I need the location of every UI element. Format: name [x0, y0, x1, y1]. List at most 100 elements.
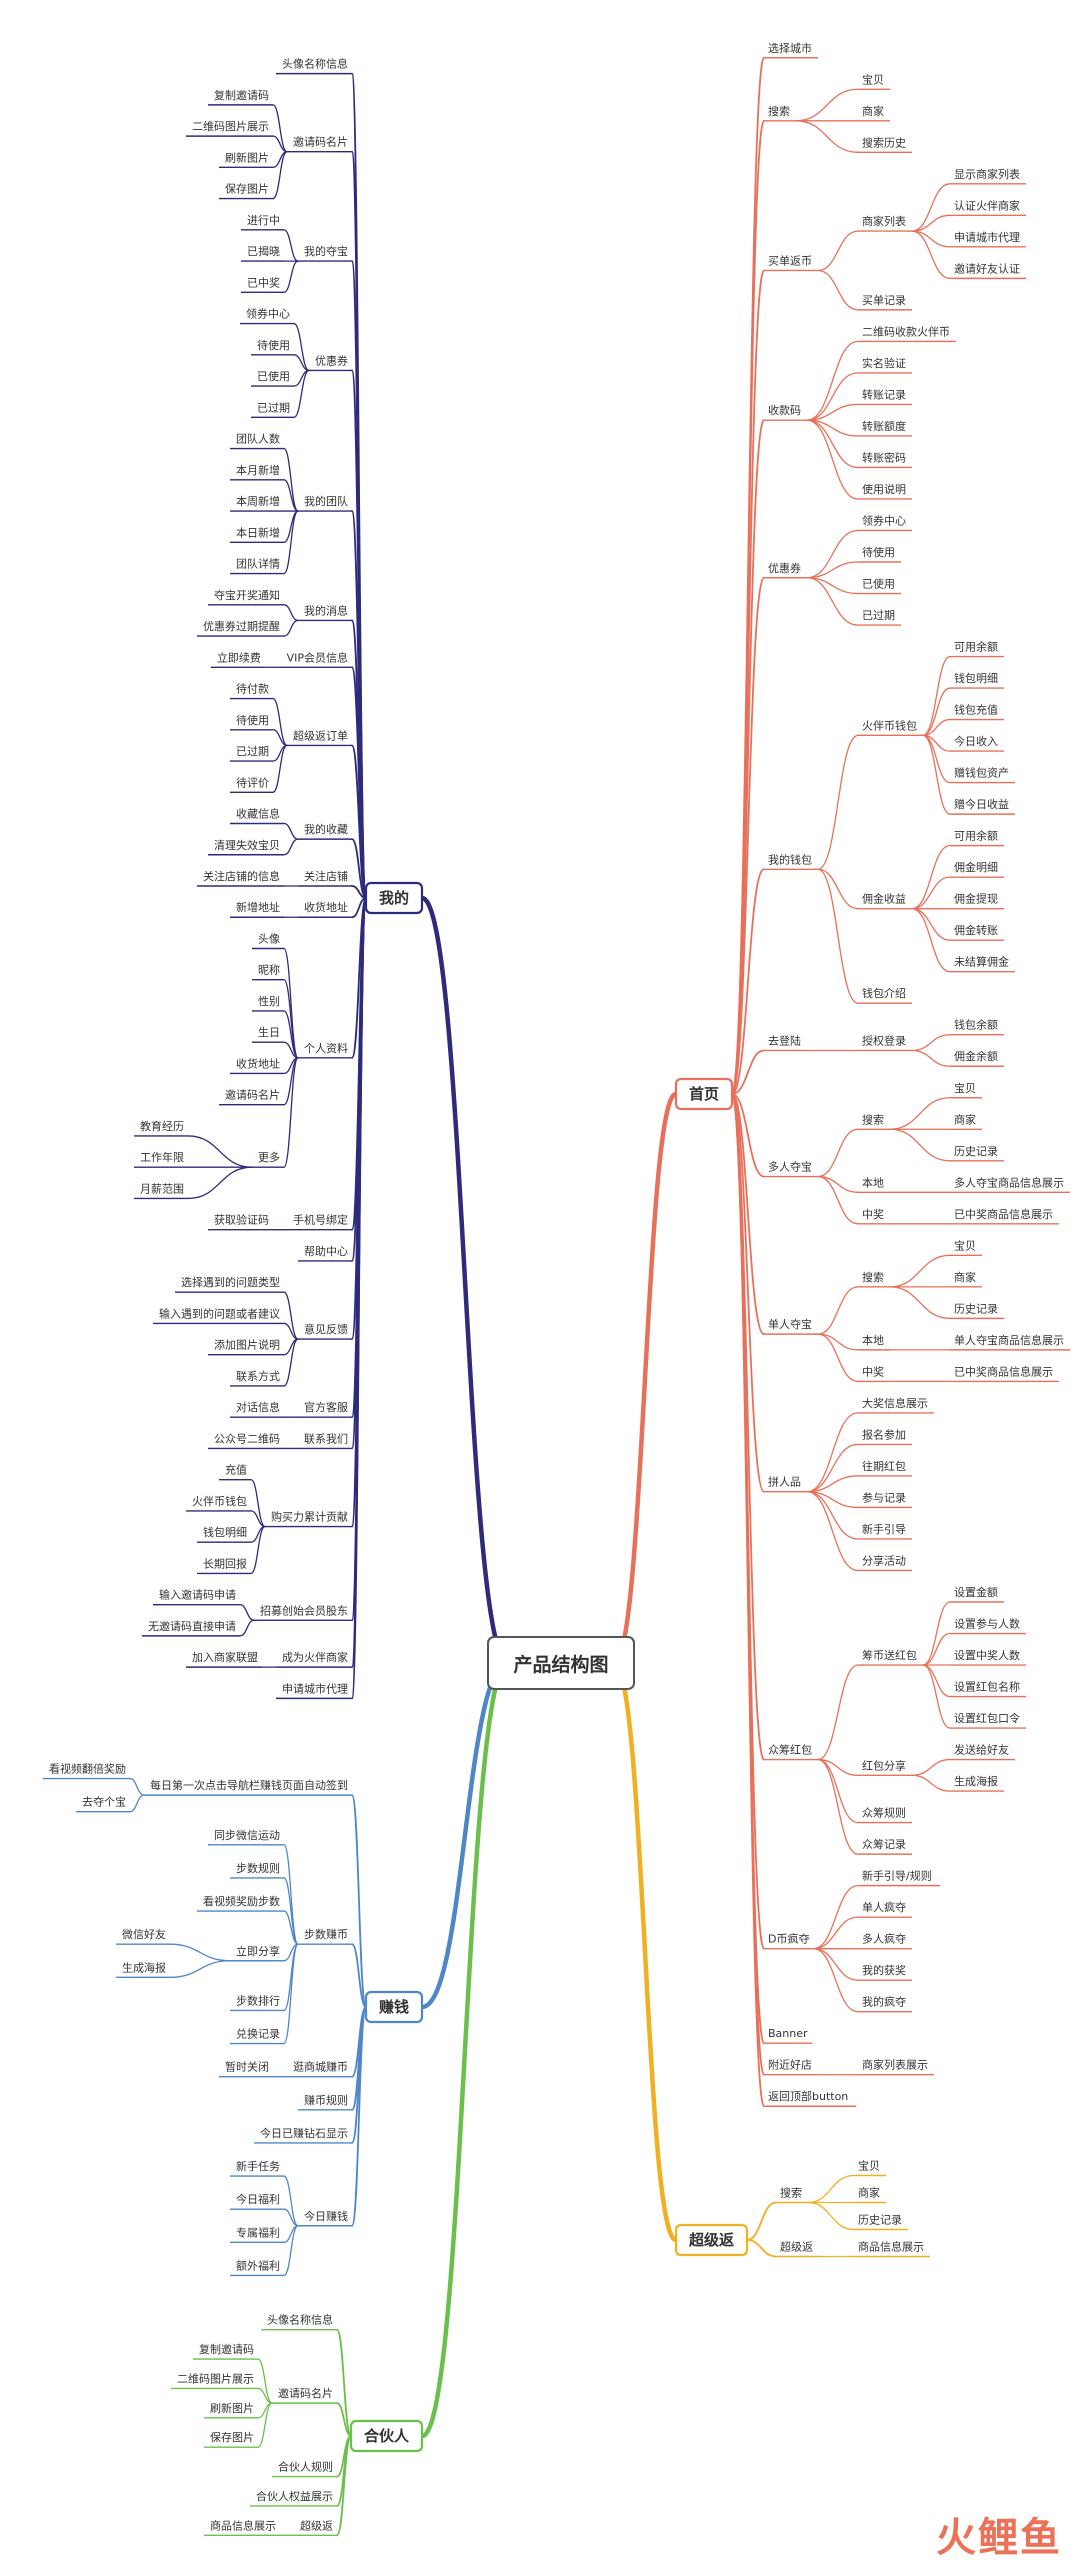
node-label: 今日福利	[236, 2192, 280, 2206]
branch-link	[911, 214, 951, 232]
node-label: 钱包充值	[954, 703, 998, 717]
node-label: 单人疯夺	[862, 1900, 906, 1914]
node-label: 工作年限	[140, 1150, 184, 1164]
node-label: 领券中心	[862, 513, 906, 527]
node-label: 超级返	[780, 2240, 813, 2254]
node-label: 同步微信运动	[214, 1828, 280, 1842]
main-branch-label: 首页	[689, 1085, 719, 1103]
node-label: 多人疯夺	[862, 1932, 906, 1946]
node-label: 分享活动	[862, 1553, 906, 1567]
branch-link	[817, 734, 859, 870]
branch-link	[795, 88, 859, 122]
node-label: 设置参与人数	[954, 1617, 1020, 1631]
root-title: 产品结构图	[513, 1653, 608, 1676]
node-label: 佣金转账	[954, 923, 998, 937]
branch-link	[283, 1041, 299, 1059]
branch-link	[283, 947, 299, 1059]
branch-link	[817, 1758, 859, 1855]
main-branch-合伙人[interactable]: 合伙人	[349, 2419, 424, 2453]
node-label: 步数规则	[236, 1861, 280, 1875]
node-label: 超级返订单	[293, 728, 348, 742]
trunk-link	[419, 1660, 511, 2010]
node-label: 商家列表展示	[862, 2058, 928, 2072]
node-label: 邀请好友认证	[954, 261, 1020, 275]
branch-link	[283, 2208, 299, 2227]
node-label: 商家	[858, 2186, 880, 2200]
branch-link	[806, 403, 859, 421]
main-branch-我的[interactable]: 我的	[364, 881, 424, 915]
node-label: 钱包明细	[954, 671, 998, 685]
node-label: 待评价	[236, 775, 269, 789]
main-branch-赚钱[interactable]: 赚钱	[364, 1990, 424, 2024]
branch-link	[817, 269, 859, 311]
node-label: 认证火伴商家	[954, 198, 1020, 212]
node-label: 收藏信息	[236, 807, 280, 821]
branch-link	[731, 1049, 765, 1095]
branch-link	[283, 479, 299, 512]
node-label: 授权登录	[862, 1033, 906, 1047]
node-label: 逛商城赚币	[293, 2060, 348, 2074]
node-label: 保存图片	[225, 182, 269, 196]
node-label: 选择遇到的问题类型	[181, 1275, 280, 1289]
branch-link	[283, 838, 299, 856]
branch-links	[43, 56, 1070, 2537]
branch-link	[272, 697, 288, 747]
node-label: 商家	[954, 1270, 976, 1284]
node-label: 对话信息	[236, 1400, 280, 1414]
branch-link	[746, 2239, 777, 2258]
node-label: 优惠券	[768, 561, 801, 575]
node-label: 商家	[954, 1112, 976, 1126]
branch-link	[807, 2174, 855, 2204]
node-label: 立即分享	[236, 1944, 280, 1958]
branch-link	[806, 419, 859, 500]
node-label: 合伙人权益展示	[256, 2489, 333, 2503]
main-branch-超级返[interactable]: 超级返	[674, 2223, 749, 2257]
node-label: 步数排行	[236, 1993, 280, 2007]
node-label: 商家	[862, 104, 884, 118]
node-label: 团队人数	[236, 432, 280, 446]
node-label: 输入遇到的问题或者建议	[159, 1306, 280, 1320]
branch-link	[922, 1664, 951, 1698]
branch-link	[283, 260, 299, 293]
branch-link	[351, 744, 367, 899]
node-label: 拼人品	[768, 1475, 801, 1489]
branch-link	[806, 529, 859, 579]
branch-link	[283, 2225, 299, 2277]
branch-link	[922, 1632, 951, 1666]
node-label: 显示商家列表	[954, 167, 1020, 181]
branch-link	[351, 897, 367, 919]
node-label: 收款码	[768, 403, 801, 417]
node-label: 生成海报	[122, 1960, 166, 1974]
branch-link	[731, 1093, 765, 2108]
branch-link	[817, 1286, 859, 1335]
branch-link	[817, 868, 859, 910]
branch-link	[812, 1948, 859, 2013]
node-label: 火伴币钱包	[192, 1494, 247, 1508]
branch-link	[283, 979, 299, 1059]
branch-link	[922, 1664, 951, 1729]
node-label: 钱包介绍	[862, 986, 906, 1000]
node-label: 复制邀请码	[199, 2342, 254, 2356]
node-label: 头像	[258, 932, 280, 945]
branch-link	[250, 1525, 266, 1575]
branch-link	[806, 561, 859, 579]
node-label: 专属福利	[236, 2225, 280, 2239]
node-label: 转账额度	[862, 419, 906, 433]
node-label: 夺宝开奖通知	[214, 588, 280, 602]
branch-link	[283, 229, 299, 262]
node-label: 申请城市代理	[954, 230, 1020, 244]
node-label: 今日赚钱	[304, 2209, 348, 2223]
node-label: 设置金额	[954, 1585, 998, 1599]
node-label: 宝贝	[954, 1238, 976, 1252]
branch-link	[731, 576, 765, 1095]
node-label: 刷新图片	[225, 150, 269, 164]
node-label: 待使用	[862, 545, 895, 559]
node-label: 宝贝	[862, 72, 884, 86]
main-branch-首页[interactable]: 首页	[674, 1077, 734, 1111]
branch-link	[293, 322, 310, 372]
node-label: 我的疯夺	[862, 1995, 906, 2009]
branch-link	[817, 1758, 859, 1824]
node-label: 报名参加	[862, 1427, 906, 1441]
branch-link	[806, 1491, 859, 1572]
branch-link	[187, 1166, 253, 1200]
